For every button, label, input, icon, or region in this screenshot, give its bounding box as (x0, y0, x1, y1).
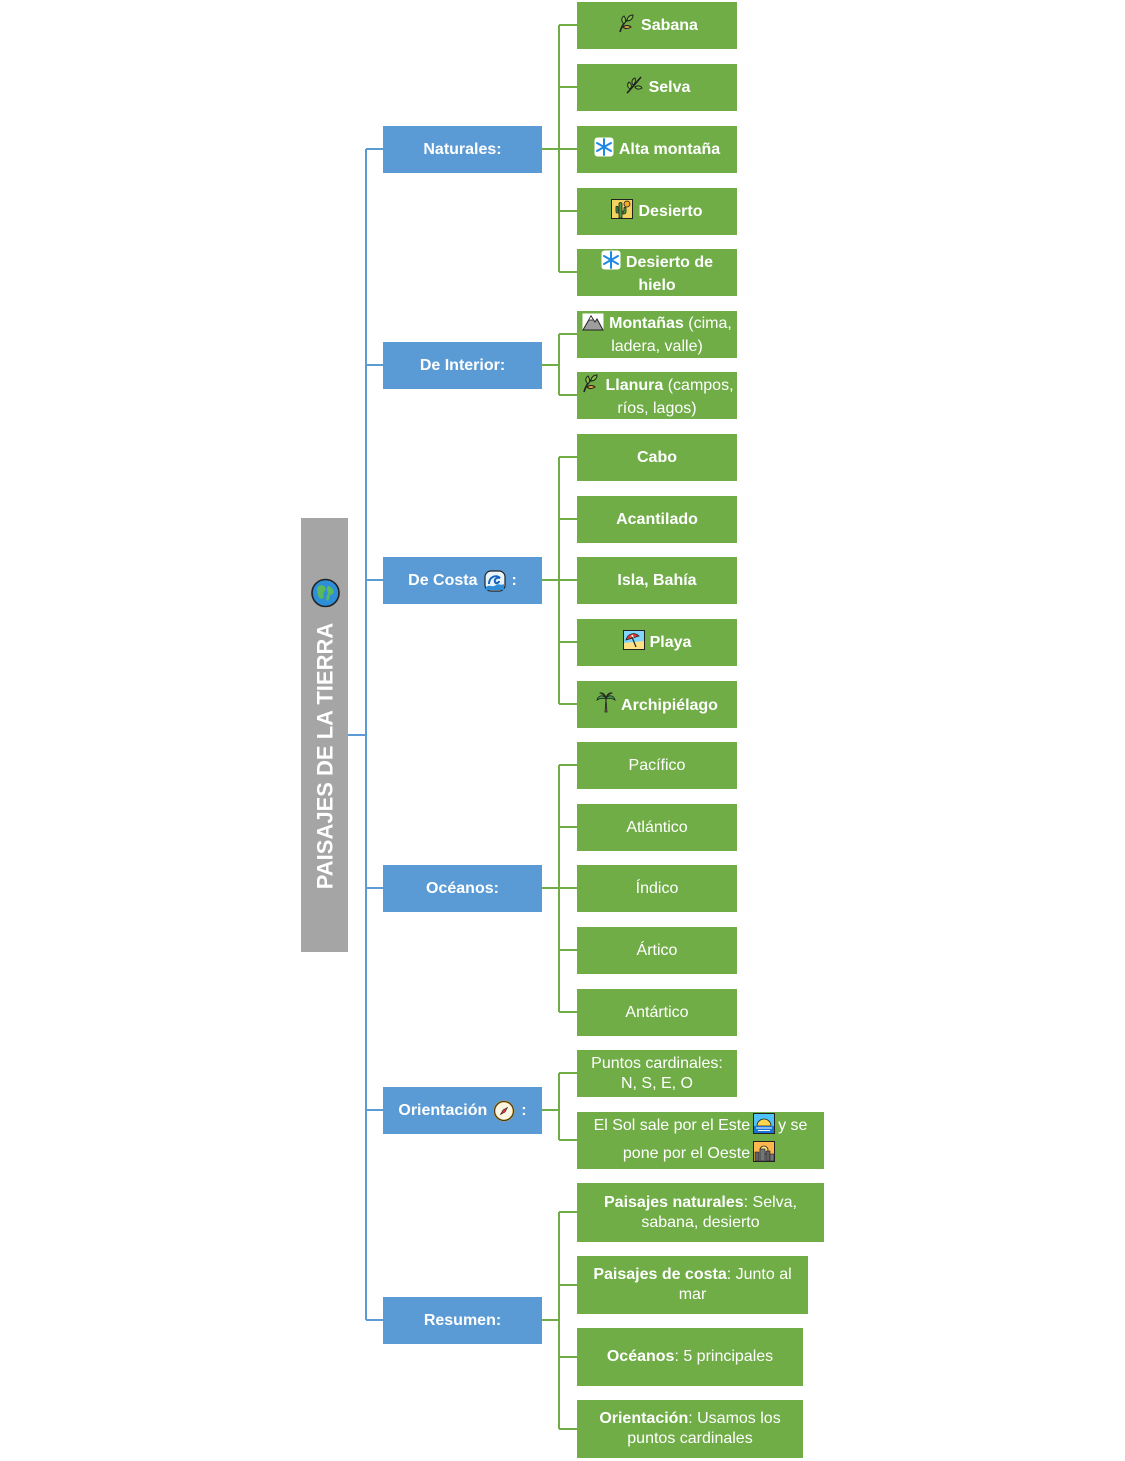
leaf-label-bold: Montañas (609, 314, 684, 332)
category-naturales[interactable]: Naturales: (383, 126, 542, 173)
leaf-label: Atlántico (626, 818, 688, 836)
category-de-interior[interactable]: De Interior: (383, 342, 542, 389)
leaf-indico[interactable]: Índico (577, 865, 737, 912)
root-title: PAISAJES DE LA TIERRA (311, 622, 337, 890)
category-label-suffix: : (511, 571, 517, 589)
leaf-label: : Usamos los puntos cardinales (627, 1410, 781, 1447)
snowflake-icon (594, 137, 614, 163)
category-label: Océanos: (426, 879, 499, 897)
leaf-selva[interactable]: Selva (577, 64, 737, 111)
leaf-alta-montana[interactable]: Alta montaña (577, 126, 737, 173)
leaf-label-bold: Orientación (599, 1410, 689, 1427)
wave-icon (483, 569, 506, 592)
leaf-desierto[interactable]: Desierto (577, 188, 737, 235)
leaf-label-bold: Playa (649, 633, 692, 651)
compass-icon (493, 1100, 515, 1122)
category-oceanos[interactable]: Océanos: (383, 865, 542, 912)
snowflake-icon (601, 250, 621, 276)
leaf-acantilado[interactable]: Acantilado (577, 496, 737, 543)
beach-icon (622, 629, 645, 656)
leaf-archipielago[interactable]: Archipiélago (577, 681, 737, 728)
category-resumen[interactable]: Resumen: (383, 1297, 542, 1344)
leaf-playa[interactable]: Playa (577, 619, 737, 666)
palm-tree-icon (596, 691, 616, 719)
category-de-costa[interactable]: De Costa : (383, 557, 542, 604)
leaf-icon (624, 75, 644, 101)
leaf-label: (campos, ríos, lagos) (617, 376, 734, 417)
leaf-resumen-paisajes-costa[interactable]: Paisajes de costa: Junto al mar (577, 1256, 808, 1314)
category-label: Resumen: (423, 1311, 502, 1329)
category-label: De Interior: (419, 356, 506, 374)
leaf-resumen-oceanos[interactable]: Océanos: 5 principales (577, 1328, 803, 1386)
leaf-label: Índico (635, 879, 679, 897)
leaf-label: : 5 principales (674, 1348, 774, 1365)
leaf-label: El Sol sale por el Este (593, 1116, 751, 1134)
leaf-label-bold: Llanura (605, 376, 664, 394)
leaf-label: Puntos cardinales: N, S, E, O (591, 1054, 723, 1092)
herb-icon (580, 373, 600, 399)
category-label: Orientación (398, 1101, 488, 1119)
cactus-icon (611, 198, 634, 225)
category-label: Naturales: (423, 140, 502, 158)
leaf-antartico[interactable]: Antártico (577, 989, 737, 1036)
leaf-sabana[interactable]: Sabana (577, 2, 737, 49)
leaf-label: : Selva, sabana, desierto (641, 1193, 797, 1231)
leaf-label-bold: Archipiélago (621, 696, 718, 714)
category-orientacion[interactable]: Orientación : (383, 1087, 542, 1134)
leaf-pacifico[interactable]: Pacífico (577, 742, 737, 789)
leaf-label-bold: Selva (648, 78, 691, 96)
leaf-label: Antártico (625, 1003, 689, 1021)
leaf-label: : Junto al mar (678, 1266, 792, 1303)
herb-icon (616, 13, 636, 39)
leaf-isla-bahia[interactable]: Isla, Bahía (577, 557, 737, 604)
leaf-label-bold: Alta montaña (618, 140, 721, 158)
leaf-label: Ártico (636, 941, 678, 959)
category-label-suffix: : (521, 1101, 527, 1119)
leaf-puntos-cardinales[interactable]: Puntos cardinales: N, S, E, O (577, 1050, 737, 1097)
leaf-label: (cima, ladera, valle) (611, 314, 732, 355)
sunset-icon (753, 1140, 776, 1169)
leaf-artico[interactable]: Ártico (577, 927, 737, 974)
leaf-label-bold: Paisajes de costa (593, 1266, 727, 1283)
leaf-label-bold: Desierto (638, 202, 703, 220)
leaf-label-bold: Océanos (606, 1348, 675, 1365)
leaf-label-2: y se pone por el Oeste (622, 1116, 808, 1162)
leaf-atlantico[interactable]: Atlántico (577, 804, 737, 851)
leaf-label-bold: Sabana (641, 16, 698, 34)
leaf-label-bold: Desierto de hielo (625, 253, 714, 294)
root-node: PAISAJES DE LA TIERRA (301, 518, 348, 952)
leaf-label-bold: Isla, Bahía (617, 571, 697, 589)
leaf-cabo[interactable]: Cabo (577, 434, 737, 481)
leaf-label-bold: Paisajes naturales (604, 1193, 744, 1211)
leaf-llanura[interactable]: Llanura (campos, ríos, lagos) (577, 372, 737, 419)
leaf-resumen-orientacion[interactable]: Orientación: Usamos los puntos cardinale… (577, 1400, 803, 1458)
leaf-resumen-paisajes-naturales[interactable]: Paisajes naturales: Selva, sabana, desie… (577, 1183, 824, 1242)
sunrise-icon (753, 1112, 776, 1141)
category-label: De Costa (408, 571, 478, 589)
globe-icon (310, 578, 340, 614)
leaf-label-bold: Cabo (637, 448, 677, 466)
leaf-montanas[interactable]: Montañas (cima, ladera, valle) (577, 311, 737, 358)
mountain-icon (582, 313, 604, 337)
leaf-label-bold: Acantilado (616, 510, 698, 528)
leaf-label: Pacífico (628, 756, 686, 774)
leaf-desierto-de-hielo[interactable]: Desierto de hielo (577, 249, 737, 296)
